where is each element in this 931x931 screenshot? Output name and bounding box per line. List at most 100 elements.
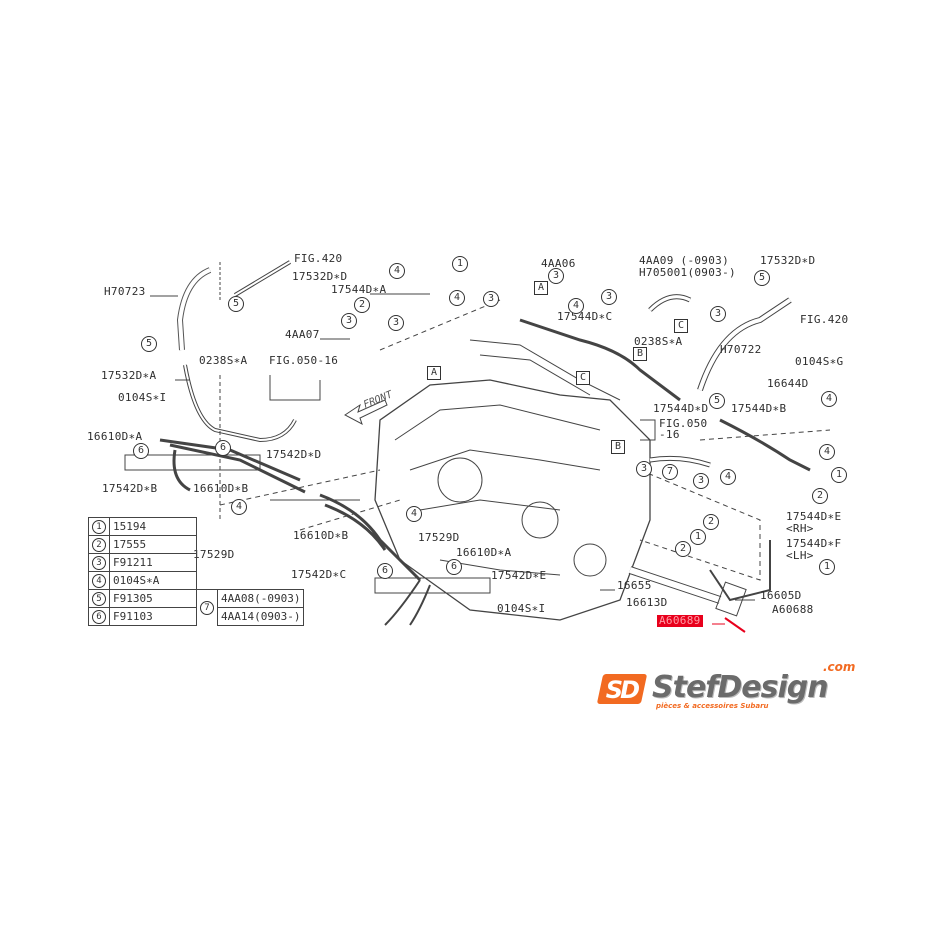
callout-number[interactable]: 3	[636, 461, 652, 477]
callout-number[interactable]: 3	[693, 473, 709, 489]
part-label-17544D-D[interactable]: 17544D∗D	[653, 402, 709, 415]
part-label-16610D-B-l[interactable]: 16610D∗B	[193, 482, 249, 495]
callout-number[interactable]: 1	[831, 467, 847, 483]
stefdesign-logo[interactable]: SD StefDesign .com pièces & accessoires …	[596, 660, 860, 712]
part-label-16613D[interactable]: 16613D	[626, 596, 668, 609]
part-label-RH[interactable]: <RH>	[786, 522, 814, 535]
legend-code[interactable]: 0104S∗A	[109, 571, 197, 590]
callout-number[interactable]: 2	[354, 297, 370, 313]
part-label-16644D[interactable]: 16644D	[767, 377, 809, 390]
part-label-17532D-D-l[interactable]: 17532D∗D	[292, 270, 348, 283]
part-label-fig420-r[interactable]: FIG.420	[800, 313, 849, 326]
callout-number[interactable]: 2	[812, 488, 828, 504]
callout-number[interactable]: 7	[662, 464, 678, 480]
part-label-17544D-C[interactable]: 17544D∗C	[557, 310, 613, 323]
part-label-17532D-D-r[interactable]: 17532D∗D	[760, 254, 816, 267]
callout-number[interactable]: 1	[452, 256, 468, 272]
legend-code[interactable]: 15194	[109, 517, 197, 536]
callout-number[interactable]: 4	[406, 506, 422, 522]
legend-code[interactable]: 4AA14(0903-)	[216, 607, 305, 626]
callout-number[interactable]: 2	[675, 541, 691, 557]
part-label-0104S-I-l[interactable]: 0104S∗I	[118, 391, 167, 404]
callout-number[interactable]: 5	[141, 336, 157, 352]
part-label-17542D-B[interactable]: 17542D∗B	[102, 482, 158, 495]
callout-number[interactable]: 3	[601, 289, 617, 305]
part-label-17544D-F[interactable]: 17544D∗F	[786, 537, 842, 550]
callout-number[interactable]: 5	[754, 270, 770, 286]
part-label-fig050-r1[interactable]: FIG.050	[659, 417, 708, 430]
callout-number[interactable]: 4	[821, 391, 837, 407]
part-label-H70722[interactable]: H70722	[720, 343, 762, 356]
callout-number[interactable]: 4	[819, 444, 835, 460]
part-label-17544D-E[interactable]: 17544D∗E	[786, 510, 842, 523]
reference-box: A	[534, 281, 548, 295]
part-label-17542D-C[interactable]: 17542D∗C	[291, 568, 347, 581]
part-label-H70723[interactable]: H70723	[104, 285, 146, 298]
part-label-LH[interactable]: <LH>	[786, 549, 814, 562]
part-label-A60688[interactable]: A60688	[772, 603, 814, 616]
part-label-17532D-A[interactable]: 17532D∗A	[101, 369, 157, 382]
part-label-17542D-D[interactable]: 17542D∗D	[266, 448, 322, 461]
callout-number[interactable]: 4	[720, 469, 736, 485]
callout-number[interactable]: 5	[228, 296, 244, 312]
callout-number[interactable]: 3	[483, 291, 499, 307]
callout-number[interactable]: 5	[709, 393, 725, 409]
callout-number[interactable]: 3	[341, 313, 357, 329]
part-label-16655[interactable]: 16655	[617, 579, 652, 592]
part-label-4AA06[interactable]: 4AA06	[541, 257, 576, 270]
part-label-4AA07[interactable]: 4AA07	[285, 328, 320, 341]
part-label-0238S-A-r[interactable]: 0238S∗A	[634, 335, 683, 348]
callout-number[interactable]: 4	[231, 499, 247, 515]
reference-box: C	[576, 371, 590, 385]
legend-number: 4	[92, 574, 106, 588]
legend-code[interactable]: F91103	[109, 607, 197, 626]
part-label-fig050-r2[interactable]: -16	[659, 428, 680, 441]
callout-number[interactable]: 4	[389, 263, 405, 279]
callout-number[interactable]: 6	[133, 443, 149, 459]
part-label-16610D-B-m[interactable]: 16610D∗B	[293, 529, 349, 542]
reference-box: A	[427, 366, 441, 380]
legend-number: 3	[92, 556, 106, 570]
part-label-17542D-E[interactable]: 17542D∗E	[491, 569, 547, 582]
legend-code[interactable]: F91211	[109, 553, 197, 572]
callout-number[interactable]: 4	[449, 290, 465, 306]
part-label-17529D-l[interactable]: 17529D	[193, 548, 235, 561]
legend-code[interactable]: F91305	[109, 589, 197, 608]
part-label-0238S-A-l[interactable]: 0238S∗A	[199, 354, 248, 367]
legend-number: 7	[200, 601, 214, 616]
reference-box: B	[611, 440, 625, 454]
logo-tagline: pièces & accessoires Subaru	[656, 702, 769, 710]
callout-number[interactable]: 1	[819, 559, 835, 575]
callout-number[interactable]: 6	[215, 440, 231, 456]
callout-number[interactable]: 3	[388, 315, 404, 331]
part-label-0104S-I-m[interactable]: 0104S∗I	[497, 602, 546, 615]
callout-number[interactable]: 2	[703, 514, 719, 530]
part-label-0104S-G[interactable]: 0104S∗G	[795, 355, 844, 368]
callout-number[interactable]: 4	[568, 298, 584, 314]
callout-number[interactable]: 1	[690, 529, 706, 545]
part-label-fig050-16-l[interactable]: FIG.050-16	[269, 354, 339, 367]
callout-number[interactable]: 3	[548, 268, 564, 284]
part-label-16610D-A-m[interactable]: 16610D∗A	[456, 546, 512, 559]
part-label-4AA09[interactable]: 4AA09 (-0903)	[639, 254, 729, 267]
part-label-17544D-A[interactable]: 17544D∗A	[331, 283, 387, 296]
part-label-17544D-B[interactable]: 17544D∗B	[731, 402, 787, 415]
callout-number[interactable]: 6	[446, 559, 462, 575]
legend-code[interactable]: 17555	[109, 535, 197, 554]
part-label-fig420-l[interactable]: FIG.420	[294, 252, 343, 265]
logo-tld: .com	[823, 660, 856, 674]
part-label-17529D-m[interactable]: 17529D	[418, 531, 460, 544]
legend-code[interactable]: 4AA08(-0903)	[216, 589, 305, 608]
callout-number[interactable]: 3	[710, 306, 726, 322]
part-label-A60689[interactable]: A60689	[657, 614, 703, 627]
part-label-H705001[interactable]: H705001(0903-)	[639, 266, 736, 279]
part-label-16605D[interactable]: 16605D	[760, 589, 802, 602]
callout-number[interactable]: 6	[377, 563, 393, 579]
reference-box: B	[633, 347, 647, 361]
part-label-16610D-A-l[interactable]: 16610D∗A	[87, 430, 143, 443]
